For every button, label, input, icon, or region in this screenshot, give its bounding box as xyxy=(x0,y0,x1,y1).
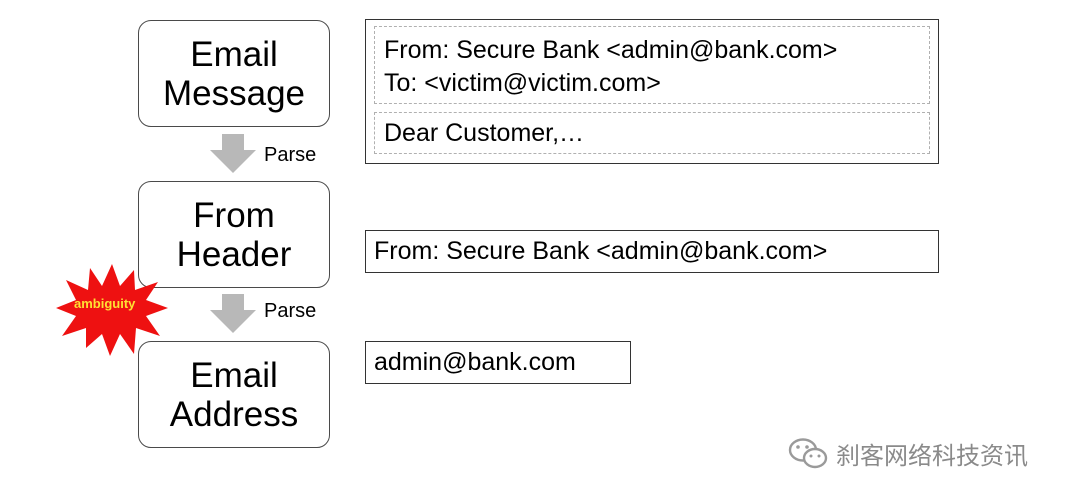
down-arrow-icon xyxy=(210,134,256,173)
address-line: admin@bank.com xyxy=(374,348,576,376)
from-header-panel: From: Secure Bank <admin@bank.com> xyxy=(365,230,939,273)
email-address-panel: admin@bank.com xyxy=(365,341,631,384)
body-line: Dear Customer,… xyxy=(384,119,585,147)
header-line: From: Secure Bank <admin@bank.com> xyxy=(374,237,828,265)
down-arrow-icon xyxy=(210,294,256,333)
to-line: To: <victim@victim.com> xyxy=(384,69,661,97)
stage-label-line2: Header xyxy=(176,234,292,274)
wechat-icon xyxy=(788,437,828,468)
starburst-icon xyxy=(56,264,168,356)
header-section: From: Secure Bank <admin@bank.com> To: <… xyxy=(374,26,930,104)
watermark-text: 刹客网络科技资讯 xyxy=(836,443,1028,470)
parse-label: Parse xyxy=(264,300,317,322)
stage-label-line2: Address xyxy=(169,394,299,434)
stage-email-message: Email Message xyxy=(138,20,330,127)
stage-label-line2: Message xyxy=(162,73,306,113)
ambiguity-label: ambiguity xyxy=(74,296,136,311)
stage-label-line1: Email xyxy=(190,355,278,395)
stage-email-address: Email Address xyxy=(138,341,330,448)
parse-label: Parse xyxy=(264,144,317,166)
stage-label-line1: Email xyxy=(190,34,278,74)
stage-from-header: From Header xyxy=(138,181,330,288)
email-message-panel: From: Secure Bank <admin@bank.com> To: <… xyxy=(365,19,939,164)
stage-label-line1: From xyxy=(193,195,275,235)
from-line: From: Secure Bank <admin@bank.com> xyxy=(384,36,838,64)
body-section: Dear Customer,… xyxy=(374,112,930,154)
watermark: 刹客网络科技资讯 xyxy=(788,436,1028,471)
